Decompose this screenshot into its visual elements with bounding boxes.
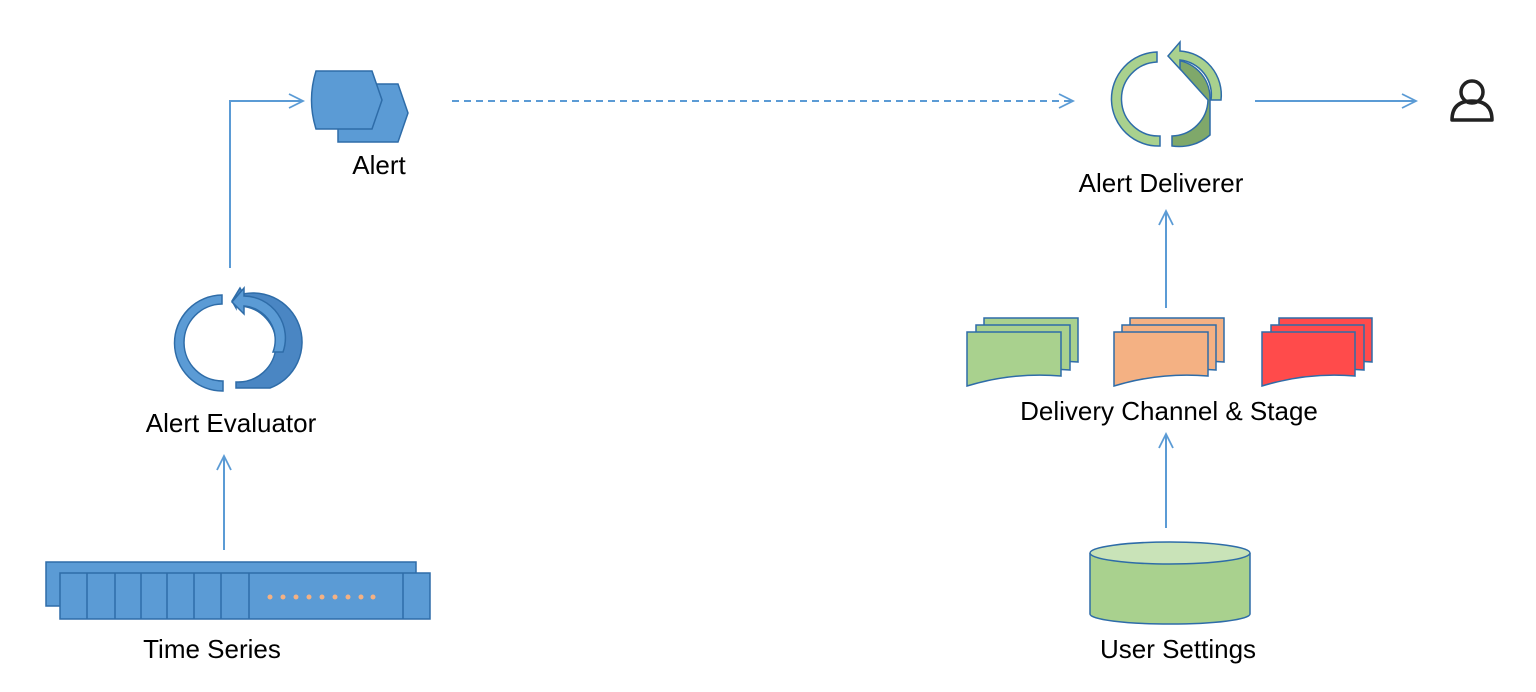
- user-settings-label: User Settings: [1099, 634, 1257, 664]
- document-stack-icon-orange: [1113, 317, 1225, 388]
- edge-evaluator-to-alert: [229, 93, 306, 268]
- alert-evaluator-label: Alert Evaluator: [145, 408, 317, 438]
- document-stack-icon-green: [966, 317, 1079, 388]
- refresh-cycle-icon-evaluator: [173, 285, 303, 392]
- document-stack-icon-red: [1261, 317, 1373, 388]
- time-series-label: Time Series: [143, 634, 281, 664]
- message-queue-icon: [310, 70, 409, 143]
- delivery-channel-stage-label: Delivery Channel & Stage: [1020, 396, 1318, 426]
- database-cylinder-icon: [1089, 541, 1251, 625]
- alert-label: Alert: [352, 150, 406, 180]
- user-icon: [1450, 79, 1494, 122]
- alert-deliverer-label: Alert Deliverer: [1078, 168, 1244, 198]
- refresh-cycle-icon-deliverer: [1110, 39, 1223, 148]
- storage-rack-icon: [45, 561, 431, 620]
